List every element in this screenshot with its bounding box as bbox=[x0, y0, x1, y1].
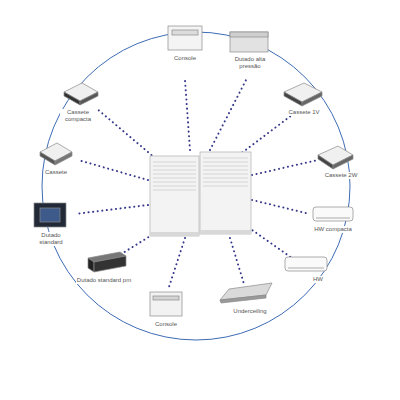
unit-label: Console bbox=[173, 55, 197, 62]
outdoor-unit bbox=[150, 152, 251, 236]
unit-label: Console bbox=[154, 321, 178, 328]
unit-label: Cassete compacta bbox=[60, 109, 96, 123]
unit-label: Cassete 2W bbox=[324, 172, 359, 179]
unit-label: Dutado standard bbox=[33, 232, 69, 246]
unit-label: Cassete bbox=[44, 169, 68, 176]
dotted-links bbox=[75, 80, 318, 290]
unit-label: HW bbox=[312, 276, 324, 283]
unit-label: Dutado alta pressão bbox=[232, 56, 268, 70]
unit-label: HW compacta bbox=[313, 226, 353, 233]
unit-label: Underceiling bbox=[232, 308, 267, 315]
unit-label: Cassete 1V bbox=[287, 109, 320, 116]
indoor-units bbox=[34, 26, 353, 316]
ring bbox=[42, 32, 350, 340]
unit-label: Dutado standard pm bbox=[76, 277, 132, 284]
